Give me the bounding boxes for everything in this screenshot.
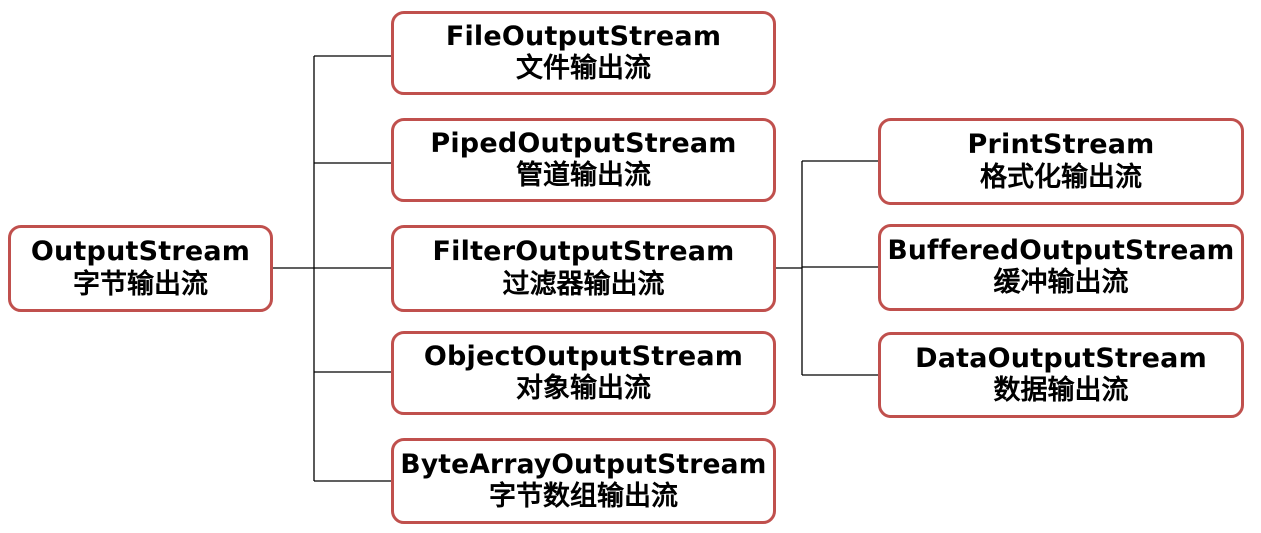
node-description: 数据输出流 [993,375,1129,406]
node-description: 管道输出流 [516,160,651,191]
node-filteroutputstream: FilterOutputStream 过滤器输出流 [391,225,776,312]
node-description: 文件输出流 [516,53,651,84]
node-class-name: FilterOutputStream [432,236,735,268]
node-class-name: ObjectOutputStream [423,340,744,372]
node-class-name: BufferedOutputStream [887,235,1235,267]
node-description: 字节数组输出流 [489,480,678,512]
node-class-name: FileOutputStream [445,20,722,52]
node-bufferedoutputstream: BufferedOutputStream 缓冲输出流 [878,224,1244,311]
node-description: 字节输出流 [73,268,208,300]
node-pipedoutputstream: PipedOutputStream 管道输出流 [391,118,776,202]
node-printstream: PrintStream 格式化输出流 [878,118,1244,205]
node-class-name: OutputStream [30,236,251,268]
node-description: 过滤器输出流 [502,268,665,300]
node-description: 缓冲输出流 [993,267,1129,299]
node-class-name: PrintStream [967,129,1155,161]
node-fileoutputstream: FileOutputStream 文件输出流 [391,11,776,95]
node-dataoutputstream: DataOutputStream 数据输出流 [878,332,1244,418]
node-class-name: PipedOutputStream [430,127,737,159]
node-outputstream: OutputStream 字节输出流 [8,225,273,312]
node-description: 格式化输出流 [980,161,1142,193]
node-description: 对象输出流 [516,373,651,404]
node-objectoutputstream: ObjectOutputStream 对象输出流 [391,331,776,415]
node-bytearrayoutputstream: ByteArrayOutputStream 字节数组输出流 [391,438,776,524]
node-class-name: DataOutputStream [915,342,1207,374]
node-class-name: ByteArrayOutputStream [400,448,767,480]
